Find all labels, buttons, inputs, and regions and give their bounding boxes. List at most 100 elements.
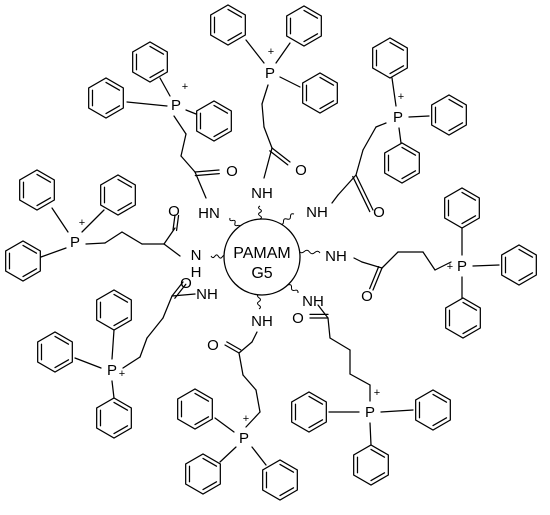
phosphorus-atom: P <box>239 430 249 447</box>
phenyl-inner-bond <box>149 69 165 79</box>
chain-bond <box>85 242 106 245</box>
oxygen-atom: O <box>361 288 373 305</box>
bond <box>81 209 105 233</box>
phenyl-inner-bond <box>279 487 295 497</box>
bond <box>279 76 301 88</box>
phenyl-inner-bond <box>113 317 129 327</box>
plus-charge: + <box>374 387 380 399</box>
phenyl-inner-bond <box>448 98 464 108</box>
core-label-line2: G5 <box>251 265 272 282</box>
phenyl-ring <box>302 72 338 114</box>
amide-h: H <box>191 264 202 281</box>
phenyl-ring <box>286 5 322 47</box>
phenyl-inner-bond <box>401 170 417 180</box>
bond <box>275 42 291 64</box>
chain-bond <box>329 337 351 351</box>
chain-bond <box>171 293 196 297</box>
amide-nh: NH <box>302 293 324 310</box>
chain-bond <box>349 373 371 386</box>
phenyl-ring <box>291 391 327 433</box>
core-label-line1: PAMAM <box>233 245 290 262</box>
amide-nh: NH <box>251 313 273 330</box>
chain-bond <box>381 251 399 269</box>
carbonyl-bond <box>224 344 240 354</box>
phenyl-inner-bond <box>54 359 70 369</box>
chain-bond <box>263 126 273 149</box>
attachment-wavy-bond <box>258 205 262 220</box>
phenyl-inner-bond <box>213 104 229 114</box>
chain-bond <box>261 103 265 128</box>
phenyl-ring <box>444 187 480 229</box>
bond <box>408 115 430 118</box>
phenyl-ring <box>445 297 481 339</box>
carbonyl-bond <box>271 147 291 163</box>
phenyl-inner-bond <box>462 325 478 335</box>
bond <box>111 329 115 360</box>
chain-bond <box>163 227 176 245</box>
oxygen-atom: O <box>295 162 307 179</box>
bond <box>214 417 235 433</box>
plus-charge: + <box>182 81 188 93</box>
chain-bond <box>355 149 364 176</box>
chain-bond <box>180 133 187 157</box>
phenyl-ring <box>372 37 408 79</box>
phenyl-inner-bond <box>105 105 121 115</box>
phenyl-inner-bond <box>370 448 386 458</box>
carbonyl-bond <box>171 281 184 297</box>
phenyl-inner-bond <box>518 248 534 258</box>
attachment-wavy-bond <box>279 213 295 225</box>
plus-charge: + <box>243 413 249 425</box>
chain-bond <box>238 352 244 376</box>
phenyl-ring <box>196 100 232 142</box>
phenyl-inner-bond <box>389 65 405 75</box>
carbonyl-bond <box>194 172 220 177</box>
chain-bond <box>434 261 452 271</box>
phenyl-inner-bond <box>319 76 335 86</box>
chain-bond <box>238 341 253 354</box>
phenyl-inner-bond <box>194 392 210 402</box>
phenyl-inner-bond <box>303 33 319 43</box>
carbonyl-bond <box>369 266 380 290</box>
bond <box>251 446 267 466</box>
chain-bond <box>139 337 148 358</box>
phenyl-inner-bond <box>22 268 38 278</box>
phenyl-ring <box>96 289 132 331</box>
phenyl-inner-bond <box>36 173 52 183</box>
phenyl-inner-bond <box>113 425 129 435</box>
phosphorus-atom: P <box>457 258 467 275</box>
phenyl-inner-bond <box>389 41 405 51</box>
amide-nh: NH <box>251 185 273 202</box>
phenyl-inner-bond <box>113 401 129 411</box>
carbonyl-bond <box>372 267 383 291</box>
chain-bond <box>375 122 387 128</box>
phenyl-ring <box>100 174 136 216</box>
phenyl-inner-bond <box>194 416 210 426</box>
oxygen-atom: O <box>373 204 385 221</box>
oxygen-atom: O <box>292 310 304 327</box>
oxygen-atom: O <box>207 337 219 354</box>
chain-bond <box>261 84 269 105</box>
chain-bond <box>422 251 436 271</box>
chain-bond <box>255 389 261 413</box>
phenyl-ring <box>185 453 221 495</box>
phenyl-inner-bond <box>22 244 38 254</box>
phenyl-inner-bond <box>202 481 218 491</box>
chain-bond <box>317 304 329 319</box>
bond <box>51 207 69 233</box>
chain-bond <box>327 317 331 339</box>
bond <box>219 446 237 463</box>
phosphorus-atom: P <box>265 65 275 82</box>
carbonyl-bond <box>269 150 289 166</box>
bond <box>126 101 168 107</box>
chain-bond <box>242 374 257 391</box>
chain-bond <box>362 126 377 151</box>
phenyl-inner-bond <box>105 81 121 91</box>
phenyl-inner-bond <box>370 472 386 482</box>
phosphorus-atom: P <box>107 362 117 379</box>
carbonyl-bond <box>194 169 220 173</box>
attachment-bond-layer <box>210 205 321 310</box>
phenyl-inner-bond <box>117 202 133 212</box>
bond <box>391 77 397 107</box>
carbonyl-bond <box>175 214 180 232</box>
